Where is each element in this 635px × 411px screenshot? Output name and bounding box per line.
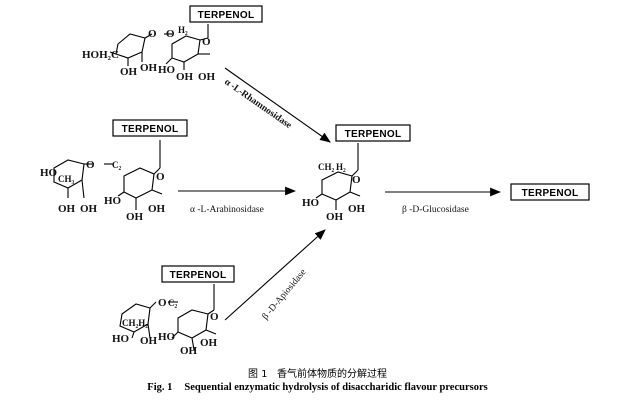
oh-label-3c: OH — [200, 337, 218, 349]
o-label-2b: O — [156, 171, 165, 183]
o-label-center: O — [352, 174, 361, 186]
sugar-ring-3b — [177, 309, 209, 339]
caption-chinese: 图 1 香气前体物质的分解过程 — [0, 365, 635, 380]
oh-label-2d: OH — [148, 203, 166, 215]
terpenol-box-1 — [189, 5, 263, 23]
hydrolysis-diagram: TERPENOL HOH₂C O O OH OH H₂ O HO OH OH T… — [40, 5, 590, 357]
oh-label-center-a: OH — [326, 211, 344, 223]
terpenol-label-2: TERPENOL — [122, 124, 179, 135]
oh-label-3a: OH — [140, 335, 158, 347]
ho-label-3b: HO — [158, 331, 176, 343]
o-label-1a: O — [148, 28, 157, 40]
terpenol-label-center: TERPENOL — [345, 129, 402, 140]
terpenol-box-2 — [112, 119, 188, 137]
o-label-2a: O — [86, 159, 95, 171]
caption-cn-label: 图 1 — [247, 369, 268, 380]
enzyme-apiosidase: β -D-Apiosidase — [261, 268, 309, 322]
ho-label-3a: HO — [112, 333, 130, 345]
ch2h2-label-3: CH₂H₂ — [122, 318, 148, 328]
ho-label-2a: HO — [40, 167, 58, 179]
ch2-label-center: CH₂ — [318, 162, 335, 172]
oh-label-1a: OH — [120, 66, 138, 78]
sugar-ring-1b — [171, 35, 201, 63]
oh-label-center-b: OH — [348, 203, 366, 215]
arrow-rhamnosidase — [224, 67, 331, 143]
o-label-1c: O — [202, 36, 211, 48]
caption-en-label: Fig. 1 — [147, 382, 173, 393]
enzyme-glucosidase: β -D-Glucosidase — [402, 205, 469, 215]
o-label-3b: O — [210, 311, 219, 323]
oh-label-1c: OH — [176, 71, 194, 83]
sugar-ring-2b — [123, 167, 155, 199]
molecule-apiosyl-rutinoside — [109, 5, 263, 70]
oh-label-2b: OH — [80, 203, 98, 215]
ch2-label-2: C₂ — [112, 160, 121, 170]
oh-label-2c: OH — [126, 211, 144, 223]
oh-label-1d: OH — [198, 71, 216, 83]
terpenol-box-final — [510, 183, 590, 201]
hoh2c-label: HOH₂C — [82, 49, 119, 61]
terpenol-label-3: TERPENOL — [170, 270, 227, 281]
molecule-apiosyl-glucoside — [119, 265, 235, 351]
oh-label-2a: OH — [58, 203, 76, 215]
ho-label-center: HO — [302, 197, 320, 209]
terpenol-box-center — [335, 124, 411, 142]
molecule-arabinosyl-glucoside — [53, 119, 188, 210]
oh-label-1b: OH — [140, 62, 158, 74]
terpenol-label-1: TERPENOL — [198, 10, 255, 21]
sugar-ring-1a — [115, 33, 146, 59]
caption-english: Fig. 1 Sequential enzymatic hydrolysis of… — [0, 382, 635, 393]
h2-label-center: H₂ — [336, 162, 346, 172]
terpenol-label-final: TERPENOL — [522, 188, 579, 199]
caption-cn-text: 香气前体物质的分解过程 — [277, 369, 388, 380]
terpenol-box-3 — [161, 265, 235, 283]
enzyme-arabinosidase: α -L-Arabinosidase — [190, 205, 264, 215]
o-label-3a: O — [158, 297, 167, 309]
ch2-label-3: C₂ — [168, 298, 177, 308]
sugar-ring-center — [321, 171, 353, 201]
ho-label-2b: HO — [104, 195, 122, 207]
caption-en-text: Sequential enzymatic hydrolysis of disac… — [184, 382, 488, 393]
arrow-apiosidase — [224, 229, 326, 321]
h2-label-1: H₂ — [178, 25, 188, 35]
o-label-1b: O — [166, 28, 175, 40]
molecule-glucoside — [315, 124, 411, 210]
ch3-label-2: CH₃ — [58, 174, 75, 184]
oh-label-3b: OH — [180, 345, 198, 357]
enzyme-rhamnosidase: α -L-Rhamnosidase — [222, 77, 293, 131]
ho-label-1: HO — [158, 64, 176, 76]
